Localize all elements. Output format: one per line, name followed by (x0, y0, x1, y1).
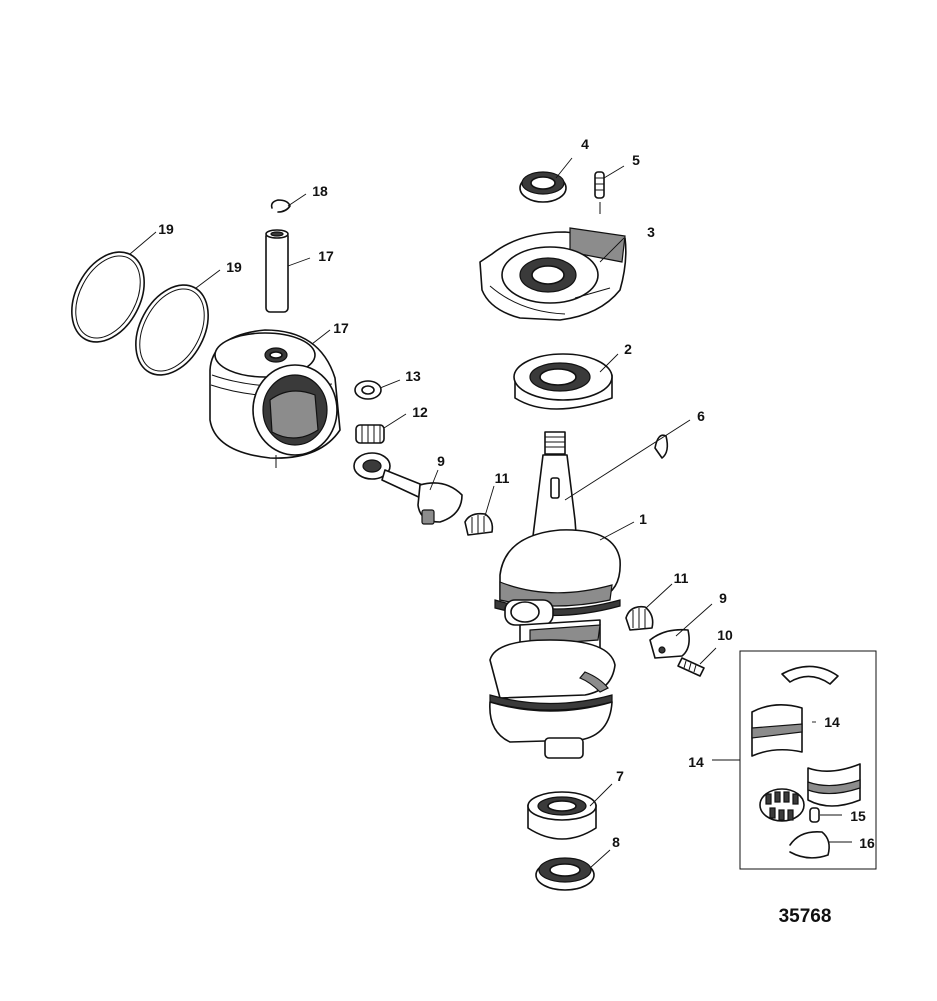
part-9-connecting-rod[interactable] (353, 452, 463, 525)
part-1-crankshaft[interactable] (489, 431, 621, 759)
callout-15: 15 (850, 808, 866, 824)
part-12-needle-bearing[interactable] (355, 424, 385, 444)
callout-14-inset: 14 (824, 714, 840, 730)
callout-10: 10 (717, 627, 733, 643)
callout-17-pin: 17 (318, 248, 334, 264)
callout-8: 8 (612, 834, 620, 850)
callout-4: 4 (581, 136, 589, 152)
callout-11-lower: 11 (674, 570, 689, 586)
callout-9-upper: 9 (437, 453, 445, 469)
part-2-ball-bearing[interactable] (513, 353, 613, 410)
part-18-retainer-clip[interactable] (270, 199, 291, 213)
callout-18: 18 (312, 183, 328, 199)
part-17-piston-pin[interactable] (265, 229, 289, 313)
part-11-bearing-cage-upper[interactable] (464, 512, 494, 536)
callout-19-left: 19 (158, 221, 174, 237)
part-19-piston-rings[interactable] (57, 240, 223, 388)
callout-16: 16 (859, 835, 875, 851)
callout-13: 13 (405, 368, 421, 384)
part-3-end-cap[interactable] (479, 227, 627, 321)
part-10-rod-bolt[interactable] (677, 657, 705, 677)
callout-2: 2 (624, 341, 632, 357)
callout-labels: 4 5 3 2 6 1 11 9 10 7 8 9 11 12 13 14 14… (158, 136, 875, 851)
callout-17-piston: 17 (333, 320, 349, 336)
part-4-seal[interactable] (519, 171, 567, 203)
inset-box (739, 650, 877, 870)
leader-lines (129, 157, 852, 869)
part-5-screw[interactable] (594, 171, 605, 214)
callout-11-upper: 11 (495, 470, 510, 486)
part-11-bearing-cage-lower[interactable] (625, 605, 654, 631)
callout-19-right: 19 (226, 259, 242, 275)
callout-3: 3 (647, 224, 655, 240)
part-13-thrust-washer[interactable] (354, 380, 382, 400)
part-14-needle-rollers[interactable] (759, 788, 805, 822)
callout-6: 6 (697, 408, 705, 424)
callout-12: 12 (412, 404, 428, 420)
figure-number: 35768 (779, 906, 832, 927)
callout-5: 5 (632, 152, 640, 168)
callout-14-left: 14 (688, 754, 704, 770)
part-8-seal[interactable] (535, 857, 595, 891)
callout-1: 1 (639, 511, 647, 527)
part-16-retaining-ring[interactable] (789, 830, 830, 859)
callout-9-lower: 9 (719, 590, 727, 606)
part-15-roller[interactable] (809, 807, 820, 823)
part-17-piston[interactable] (209, 329, 341, 468)
part-9-rod-cap[interactable] (649, 628, 690, 659)
part-7-roller-bearing[interactable] (527, 791, 597, 840)
callout-7: 7 (616, 768, 624, 784)
